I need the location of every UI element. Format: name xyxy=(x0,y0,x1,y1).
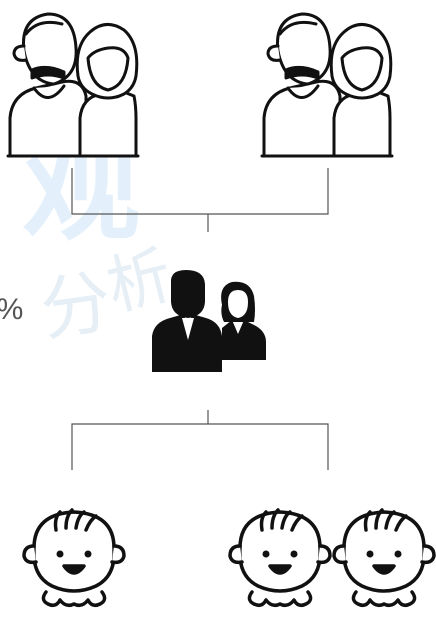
grandparents-left-icon xyxy=(6,12,140,158)
child-single-icon xyxy=(22,508,126,608)
child-twin-a-icon xyxy=(228,508,332,608)
top-connector-lines xyxy=(71,168,329,232)
bottom-connector-lines xyxy=(71,410,329,470)
child-twin-b-icon xyxy=(332,508,436,608)
parents-silhouette-icon xyxy=(152,270,266,372)
grandparents-right-icon xyxy=(260,12,394,158)
left-percent-label: 7% xyxy=(0,293,23,327)
